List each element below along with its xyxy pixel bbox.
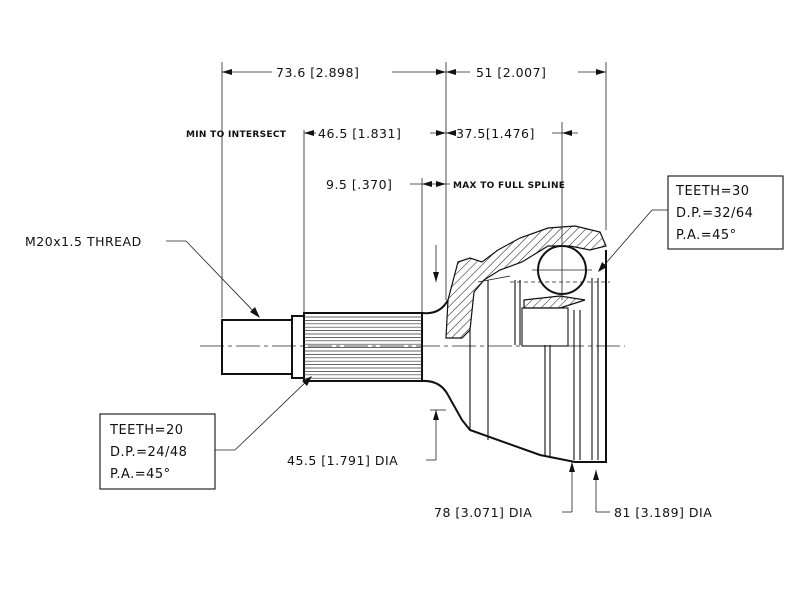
outer-diameters: 78 [3.071] DIA 81 [3.189] DIA: [434, 462, 712, 520]
dia-78-label: 78 [3.071] DIA: [434, 505, 532, 520]
spline-spec-box: TEETH=20 D.P.=24/48 P.A.=45°: [99, 376, 312, 490]
spline-value: 9.5 [.370]: [326, 177, 392, 192]
overall-right-dim: 51 [2.007]: [476, 65, 546, 80]
neck-dia-label: 45.5 [1.791] DIA: [287, 453, 398, 468]
spline-teeth: TEETH=20: [109, 423, 184, 438]
intersect-value: 46.5 [1.831]: [318, 126, 401, 141]
neck-diameter: 45.5 [1.791] DIA: [287, 409, 446, 468]
splined-shaft: [303, 299, 449, 396]
outer-dp: D.P.=32/64: [676, 206, 753, 221]
overall-dimension: 73.6 [2.898] 51 [2.007]: [221, 62, 607, 318]
overall-left-dim: 73.6 [2.898]: [276, 65, 359, 80]
spline-dp: D.P.=24/48: [110, 445, 187, 460]
center-value: 37.5[1.476]: [456, 126, 535, 141]
dia-81-label: 81 [3.189] DIA: [614, 505, 712, 520]
outer-pa: P.A.=45°: [676, 228, 737, 243]
spline-dimension: 9.5 [.370] MAX TO FULL SPLINE: [326, 177, 565, 312]
intersect-dimension: MIN TO INTERSECT 46.5 [1.831] 37.5[1.476…: [186, 122, 578, 312]
intersect-label: MIN TO INTERSECT: [186, 130, 287, 140]
outer-teeth: TEETH=30: [675, 184, 750, 199]
thread-leader: M20x1.5 THREAD: [25, 234, 260, 318]
outer-spec-box: TEETH=30 D.P.=32/64 P.A.=45°: [598, 175, 784, 272]
thread-label: M20x1.5 THREAD: [25, 234, 142, 249]
bell-housing: [445, 225, 610, 463]
spline-label: MAX TO FULL SPLINE: [453, 181, 565, 191]
spline-pa: P.A.=45°: [110, 467, 171, 482]
thread-stub: [221, 315, 305, 379]
